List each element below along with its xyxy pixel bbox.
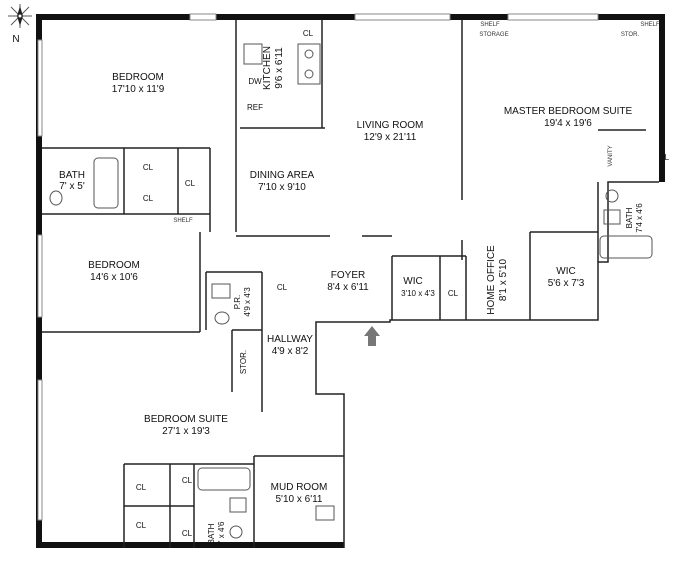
room-name-bath3: BATH	[207, 523, 216, 544]
room-dims-bath3: 7' x 4'6	[217, 521, 226, 546]
closet-label-master: CL	[659, 153, 670, 162]
fixtures	[49, 43, 653, 539]
closet-label-3: CL	[143, 194, 154, 203]
closet-label-kitchen: CL	[303, 29, 314, 38]
refrigerator-label: REF	[247, 103, 263, 112]
vanity-label: VANITY	[608, 145, 614, 166]
closet-label-5: CL	[182, 476, 193, 485]
room-name-foyer: FOYER	[331, 270, 365, 281]
room-dims-dining: 7'10 x 9'10	[258, 182, 306, 193]
closet-label-7: CL	[182, 529, 193, 538]
room-name-living: LIVING ROOM	[357, 120, 424, 131]
room-name-kitchen: KITCHEN	[262, 46, 273, 90]
room-name-dining: DINING AREA	[250, 170, 315, 181]
closet-label-1: CL	[143, 163, 154, 172]
closet-label-2: CL	[185, 179, 196, 188]
room-dims-home-office: 8'1 x 5'10	[498, 258, 509, 301]
room-dims-bath1: 7' x 5'	[59, 181, 85, 192]
room-name-wic2: WIC	[556, 266, 575, 277]
shelf-label-3: SHELF	[640, 22, 660, 28]
room-dims-master: 19'4 x 19'6	[544, 118, 592, 129]
room-name-bedroom1: BEDROOM	[112, 72, 164, 83]
shelf-label-2: SHELF	[480, 22, 500, 28]
room-dims-wic2: 5'6 x 7'3	[548, 278, 585, 289]
room-dims-kitchen: 9'6 x 6'11	[274, 47, 285, 89]
interior-walls	[42, 20, 646, 548]
room-name-bath-master: BATH	[625, 207, 634, 228]
stor-label-master: STOR.	[621, 32, 640, 38]
room-dims-foyer: 8'4 x 6'11	[327, 282, 369, 293]
room-name-mudroom: MUD ROOM	[271, 482, 328, 493]
room-dims-bedroom2: 14'6 x 10'6	[90, 272, 138, 283]
room-dims-hallway: 4'9 x 8'2	[272, 346, 309, 357]
room-name-home-office: HOME OFFICE	[486, 245, 497, 315]
room-name-bedroom-suite: BEDROOM SUITE	[144, 414, 228, 425]
room-name-hallway: HALLWAY	[267, 334, 313, 345]
room-dims-powder: 4'9 x 4'3	[243, 287, 252, 317]
storage-label: STORAGE	[479, 32, 508, 38]
small-labels: CL DW REF CL CL CL SHELF SHELF STORAGE S…	[136, 22, 670, 538]
compass-north-label: N	[12, 34, 19, 45]
room-name-powder: P.R.	[233, 295, 242, 310]
room-dims-mudroom: 5'10 x 6'11	[275, 494, 322, 505]
windows	[37, 13, 599, 521]
room-dims-bedroom-suite: 27'1 x 19'3	[162, 426, 210, 437]
room-name-bath1: BATH	[59, 170, 85, 181]
room-name-bedroom2: BEDROOM	[88, 260, 140, 271]
room-name-master: MASTER BEDROOM SUITE	[504, 106, 633, 117]
compass-icon	[8, 4, 32, 28]
room-dims-bath-master: 7'4 x 4'6	[635, 203, 644, 233]
room-dims-wic1: 3'10 x 4'3	[401, 289, 435, 298]
closet-label-hall: CL	[277, 283, 288, 292]
dishwasher-label: DW	[248, 77, 262, 86]
closet-label-office: CL	[448, 289, 459, 298]
closet-label-6: CL	[136, 521, 147, 530]
storage-label-hall: STOR.	[239, 350, 248, 374]
room-dims-living: 12'9 x 21'11	[364, 132, 417, 143]
closet-label-4: CL	[136, 483, 147, 492]
room-name-wic1: WIC	[403, 276, 422, 287]
shelf-label-1: SHELF	[173, 218, 193, 224]
room-dims-bedroom1: 17'10 x 11'9	[112, 84, 165, 95]
room-labels: BEDROOM 17'10 x 11'9 KITCHEN 9'6 x 6'11 …	[59, 46, 644, 546]
